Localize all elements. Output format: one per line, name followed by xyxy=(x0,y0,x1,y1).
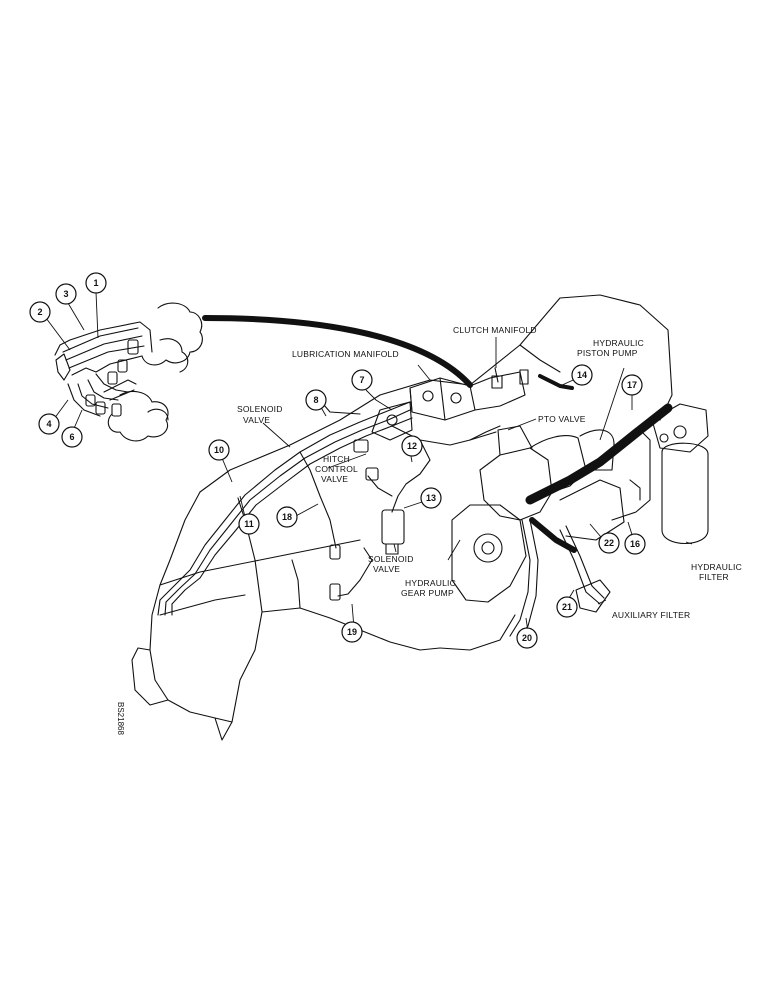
callout-3-ring xyxy=(55,283,77,305)
label-hydraulic-piston-pump-1: HYDRAULIC xyxy=(593,338,644,348)
callout-7-ring xyxy=(351,369,373,391)
hydraulic-lines xyxy=(157,397,501,616)
label-clutch-manifold: CLUTCH MANIFOLD xyxy=(453,325,537,335)
callout-10-ring xyxy=(208,439,230,461)
injector-pump-inset xyxy=(54,302,203,442)
lubrication-manifold-assembly xyxy=(371,367,574,441)
callout-17-ring xyxy=(621,374,643,396)
hydraulic-filter-assembly xyxy=(611,403,709,545)
callout-7: 7 xyxy=(359,375,364,385)
callout-12: 12 xyxy=(407,441,417,451)
callout-numbers: 1 2 3 4 6 7 8 10 11 12 13 14 16 17 18 19… xyxy=(37,278,640,643)
callout-17: 17 xyxy=(627,380,637,390)
callout-16-ring xyxy=(624,533,646,555)
callout-13: 13 xyxy=(426,493,436,503)
label-hitch-control-valve-1: HITCH xyxy=(323,454,350,464)
label-hydraulic-filter-2: FILTER xyxy=(699,572,729,582)
callout-1: 1 xyxy=(93,278,98,288)
callout-14-ring xyxy=(571,364,593,386)
callout-21-ring xyxy=(556,596,578,618)
callout-4: 4 xyxy=(46,419,51,429)
callout-19: 19 xyxy=(347,627,357,637)
component-labels: CLUTCH MANIFOLD LUBRICATION MANIFOLD HYD… xyxy=(237,325,742,620)
label-solenoid-valve-top-2: VALVE xyxy=(243,415,270,425)
callout-3: 3 xyxy=(63,289,68,299)
engine-block-outline xyxy=(131,294,673,741)
callout-8-ring xyxy=(305,389,327,411)
callout-10: 10 xyxy=(214,445,224,455)
callout-14: 14 xyxy=(577,370,587,380)
label-solenoid-valve-bottom-2: VALVE xyxy=(373,564,400,574)
callout-4-ring xyxy=(38,413,60,435)
callout-2-ring xyxy=(29,301,51,323)
callout-11-ring xyxy=(238,513,260,535)
callout-22-ring xyxy=(598,532,620,554)
callout-1-ring xyxy=(85,272,107,294)
callout-19-ring xyxy=(341,621,363,643)
gear-pump-assembly xyxy=(451,425,625,641)
callout-8: 8 xyxy=(313,395,318,405)
callout-16: 16 xyxy=(630,539,640,549)
label-hydraulic-gear-pump-2: GEAR PUMP xyxy=(401,588,454,598)
label-solenoid-valve-top-1: SOLENOID xyxy=(237,404,283,414)
label-hitch-control-valve-3: VALVE xyxy=(321,474,348,484)
figure-code: BS21868 xyxy=(116,702,125,735)
callout-18: 18 xyxy=(282,512,292,522)
label-hydraulic-filter-1: HYDRAULIC xyxy=(691,562,742,572)
callout-6: 6 xyxy=(69,432,74,442)
callout-22: 22 xyxy=(604,538,614,548)
callout-13-ring xyxy=(420,487,442,509)
callout-2: 2 xyxy=(37,307,42,317)
callout-21: 21 xyxy=(562,602,572,612)
callout-circles xyxy=(29,272,646,649)
inset-connector-curve xyxy=(202,315,473,388)
callout-6-ring xyxy=(61,426,83,448)
auxiliary-hose xyxy=(529,517,577,553)
label-hydraulic-gear-pump-1: HYDRAULIC xyxy=(405,578,456,588)
label-auxiliary-filter: AUXILIARY FILTER xyxy=(612,610,690,620)
callout-12-ring xyxy=(401,435,423,457)
callout-20: 20 xyxy=(522,633,532,643)
label-solenoid-valve-bottom-1: SOLENOID xyxy=(368,554,414,564)
callout-11: 11 xyxy=(244,519,254,529)
label-pto-valve: PTO VALVE xyxy=(538,414,586,424)
label-hitch-control-valve-2: CONTROL xyxy=(315,464,358,474)
callout-20-ring xyxy=(516,627,538,649)
callout-18-ring xyxy=(276,506,298,528)
piston-pump-hose xyxy=(525,403,673,505)
label-lubrication-manifold: LUBRICATION MANIFOLD xyxy=(292,349,399,359)
label-hydraulic-piston-pump-2: PISTON PUMP xyxy=(577,348,638,358)
